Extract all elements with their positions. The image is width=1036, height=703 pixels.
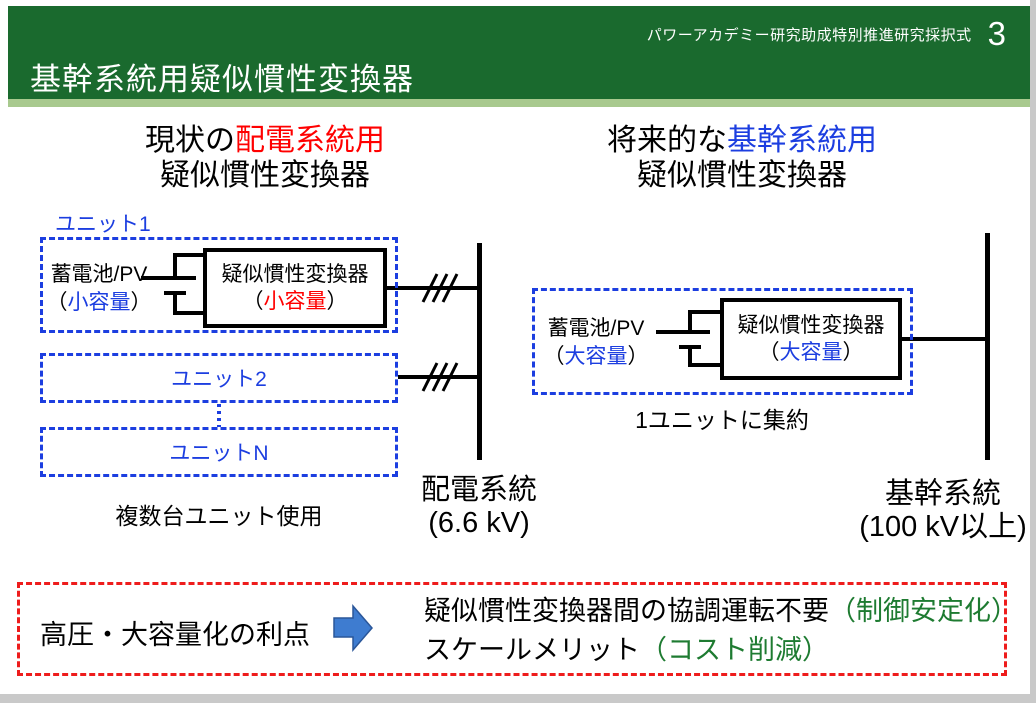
left-bus-line (387, 243, 482, 460)
left-heading: 現状の配電系統用 疑似慣性変換器 (110, 123, 420, 193)
left-converter-box: 疑似慣性変換器 （小容量） (203, 248, 387, 328)
right-heading-accent: 基幹系統用 (727, 124, 877, 157)
header-accent-strip (8, 99, 1030, 107)
benefits-lines: 疑似慣性変換器間の協調運転不要（制御安定化） スケールメリット（コスト削減） (424, 592, 1018, 670)
right-converter-capacity: （大容量） (758, 341, 864, 364)
benefits-line1: 疑似慣性変換器間の協調運転不要（制御安定化） (424, 596, 1018, 626)
slide-title: 基幹系統用疑似慣性変換器 (30, 62, 414, 97)
left-heading-accent: 配電系統用 (235, 124, 385, 157)
right-bus-line (902, 233, 990, 460)
slide-header (8, 6, 1030, 99)
three-phase-slash-icon (421, 273, 459, 392)
benefits-box (17, 582, 1007, 676)
left-bus-label: 配電系統 (6.6 kV) (420, 474, 537, 539)
benefits-label: 高圧・大容量化の利点 (40, 620, 310, 650)
unit1-label: ユニット1 (55, 213, 151, 236)
right-source-capacity: （大容量） (543, 345, 649, 368)
left-caption: 複数台ユニット使用 (115, 503, 323, 529)
right-heading: 将来的な基幹系統用 疑似慣性変換器 (587, 123, 897, 193)
unit2-label: ユニット2 (171, 368, 267, 391)
unit2-box: ユニット2 (40, 353, 398, 403)
left-heading-line2: 疑似慣性変換器 (160, 159, 370, 192)
unitN-label: ユニットN (169, 442, 269, 465)
page-number: 3 (987, 15, 1006, 52)
viewer-edge-bottom (0, 694, 1036, 703)
right-unit-box (532, 288, 913, 395)
left-source-label: 蓄電池/PV （小容量） (42, 261, 156, 317)
left-source-capacity: （小容量） (46, 291, 152, 314)
right-source-label: 蓄電池/PV （大容量） (536, 315, 656, 371)
left-heading-line1: 現状の配電系統用 (145, 124, 385, 157)
header-meta: パワーアカデミー研究助成特別推進研究採択式 3 (647, 14, 1006, 54)
right-converter-box: 疑似慣性変換器 （大容量） (720, 298, 902, 380)
left-converter-capacity: （小容量） (242, 290, 348, 313)
benefits-line2: スケールメリット（コスト削減） (424, 635, 829, 665)
right-heading-line1: 将来的な基幹系統用 (607, 124, 877, 157)
viewer-edge-right (1030, 0, 1036, 703)
right-heading-line2: 疑似慣性変換器 (637, 159, 847, 192)
unit1-box (40, 237, 398, 333)
unitN-box: ユニットN (40, 427, 398, 477)
right-caption: 1ユニットに集約 (635, 407, 809, 433)
right-bus-label: 基幹系統 (100 kV以上) (859, 478, 1027, 543)
eyebrow-text: パワーアカデミー研究助成特別推進研究採択式 (646, 26, 972, 44)
